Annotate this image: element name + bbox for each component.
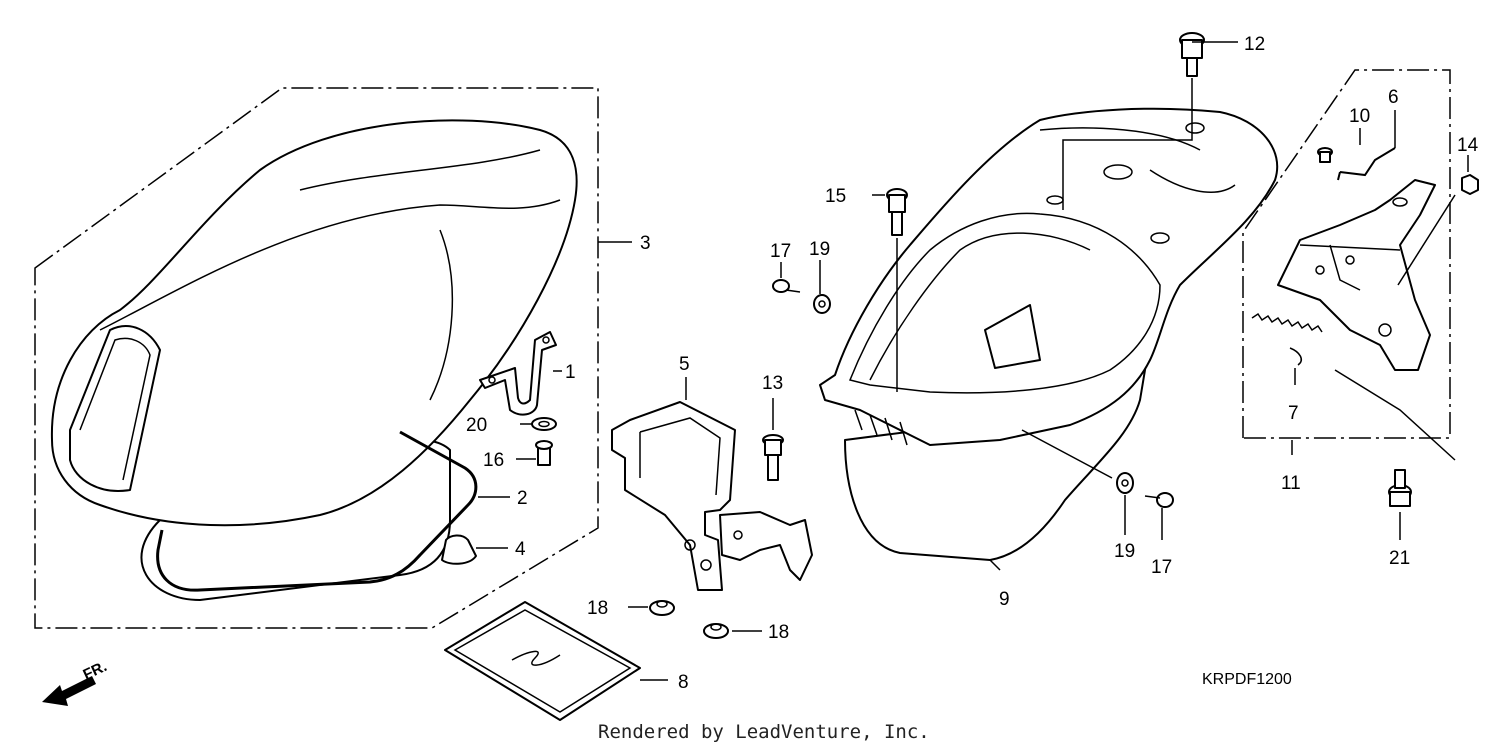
- callout-5: 5: [679, 354, 690, 375]
- seat-bracket: [479, 331, 557, 416]
- washer-20: [531, 417, 557, 431]
- flange-nut-18b: [703, 623, 729, 639]
- diagram-code: KRPDF1200: [1202, 671, 1292, 688]
- callout-19b: 19: [1114, 541, 1135, 562]
- callout-3: 3: [640, 233, 651, 254]
- callout-21: 21: [1389, 548, 1410, 569]
- seat-rubber-band: [156, 430, 478, 592]
- washer-19a: [813, 294, 831, 314]
- callout-11: 11: [1281, 473, 1301, 494]
- callout-4: 4: [515, 539, 526, 560]
- callout-9: 9: [999, 589, 1010, 610]
- callout-12: 12: [1244, 34, 1265, 55]
- callout-6: 6: [1388, 87, 1399, 108]
- direction-label: FR.: [81, 658, 110, 684]
- callout-labels: 1 2 3 4 5 6 7 8 9 10 11 12 13 14 15 16 1…: [466, 34, 1479, 693]
- seat-group-boundary: [34, 87, 599, 629]
- screw-17a: [772, 279, 801, 293]
- callout-16: 16: [483, 450, 504, 471]
- callout-7: 7: [1288, 403, 1299, 424]
- flange-nut-18a: [649, 600, 675, 616]
- callout-1: 1: [565, 362, 576, 383]
- bolt-12: [1179, 32, 1205, 77]
- callout-10: 10: [1349, 106, 1370, 127]
- washer-19b: [1116, 472, 1134, 494]
- tool-bag: [444, 601, 641, 721]
- callout-17a: 17: [770, 241, 791, 262]
- callout-2: 2: [517, 488, 528, 509]
- callout-8: 8: [678, 672, 689, 693]
- callout-14: 14: [1457, 135, 1479, 156]
- callout-17b: 17: [1151, 557, 1172, 578]
- bolt-15: [886, 188, 908, 236]
- callout-18b: 18: [768, 622, 789, 643]
- callout-19a: 19: [809, 239, 830, 260]
- seat: [50, 119, 578, 601]
- bolt-16: [535, 440, 553, 466]
- credit-text: Rendered by LeadVenture, Inc.: [598, 721, 930, 743]
- front-direction-arrow-icon: FR.: [42, 658, 110, 706]
- callout-15: 15: [825, 186, 846, 207]
- cable-clip-6: [1337, 147, 1396, 181]
- seat-hinge-bracket: [611, 401, 813, 591]
- bolt-21: [1388, 469, 1412, 507]
- callout-13: 13: [762, 373, 783, 394]
- bolt-13: [762, 434, 784, 481]
- screw-10: [1317, 147, 1333, 163]
- luggage-box: [819, 107, 1279, 561]
- cap-nut-4: [441, 534, 477, 565]
- seat-lock: [1277, 179, 1436, 371]
- spring-7: [1251, 312, 1323, 366]
- leader-lines: [476, 41, 1469, 681]
- screw-17b: [1144, 492, 1174, 508]
- callout-20: 20: [466, 415, 487, 436]
- nut-14: [1461, 174, 1479, 195]
- callout-18a: 18: [587, 598, 608, 619]
